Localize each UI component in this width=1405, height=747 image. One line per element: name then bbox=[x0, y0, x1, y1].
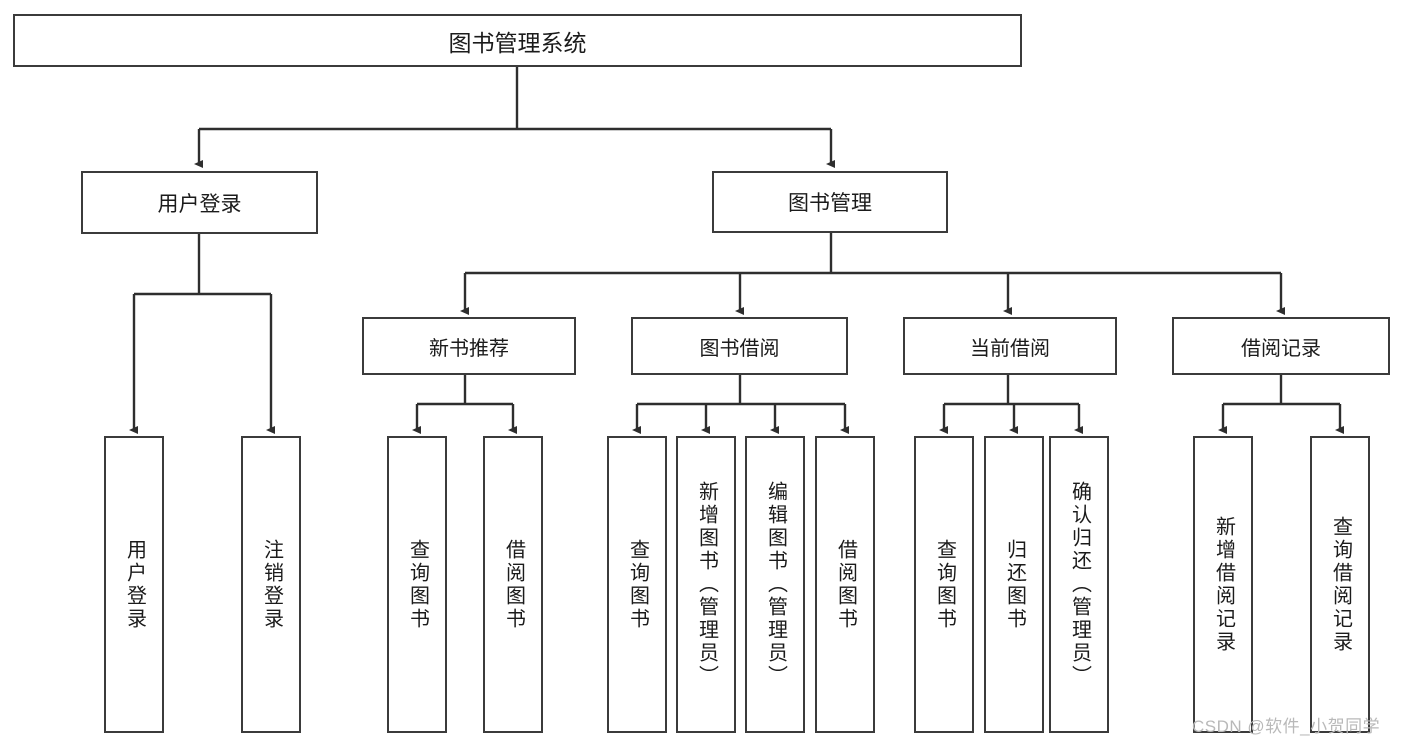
node-current-borrow-label: 当前借阅 bbox=[970, 337, 1050, 360]
leaf-user-login-1-label: 注销登录 bbox=[260, 538, 283, 631]
node-user-login-label: 用户登录 bbox=[157, 192, 242, 216]
leaf-borrow-record-1-label: 查询借阅记录 bbox=[1329, 515, 1352, 654]
node-book-borrow-label: 图书借阅 bbox=[699, 337, 780, 360]
node-book-management[interactable]: 图书管理 bbox=[712, 171, 948, 233]
leaf-current-borrow-2[interactable]: 确认归还（管理员） bbox=[1049, 436, 1109, 733]
leaf-book-borrow-2-label: 编辑图书（管理员） bbox=[764, 481, 787, 688]
leaf-current-borrow-1-label: 归还图书 bbox=[1003, 538, 1026, 631]
node-book-borrow[interactable]: 图书借阅 bbox=[631, 317, 848, 375]
leaf-borrow-record-0-label: 新增借阅记录 bbox=[1212, 515, 1235, 654]
leaf-book-borrow-1-label: 新增图书（管理员） bbox=[695, 481, 718, 688]
leaf-book-borrow-0-label: 查询图书 bbox=[626, 538, 649, 631]
node-root[interactable]: 图书管理系统 bbox=[13, 14, 1022, 67]
node-root-label: 图书管理系统 bbox=[448, 29, 587, 56]
leaf-book-borrow-3[interactable]: 借阅图书 bbox=[815, 436, 875, 733]
node-user-login[interactable]: 用户登录 bbox=[81, 171, 318, 234]
leaf-current-borrow-0[interactable]: 查询图书 bbox=[914, 436, 974, 733]
leaf-new-book-recommend-0-label: 查询图书 bbox=[406, 538, 429, 631]
leaf-book-borrow-0[interactable]: 查询图书 bbox=[607, 436, 667, 733]
leaf-user-login-1[interactable]: 注销登录 bbox=[241, 436, 301, 733]
leaf-user-login-0-label: 用户登录 bbox=[123, 538, 146, 631]
leaf-borrow-record-0[interactable]: 新增借阅记录 bbox=[1193, 436, 1253, 733]
node-borrow-record-label: 借阅记录 bbox=[1241, 337, 1321, 360]
node-current-borrow[interactable]: 当前借阅 bbox=[903, 317, 1117, 375]
leaf-current-borrow-0-label: 查询图书 bbox=[933, 538, 956, 631]
leaf-current-borrow-2-label: 确认归还（管理员） bbox=[1068, 481, 1091, 688]
leaf-book-borrow-3-label: 借阅图书 bbox=[834, 538, 857, 631]
leaf-book-borrow-2[interactable]: 编辑图书（管理员） bbox=[745, 436, 805, 733]
node-new-book-recommend-label: 新书推荐 bbox=[429, 337, 509, 360]
leaf-book-borrow-1[interactable]: 新增图书（管理员） bbox=[676, 436, 736, 733]
leaf-current-borrow-1[interactable]: 归还图书 bbox=[984, 436, 1044, 733]
leaf-borrow-record-1[interactable]: 查询借阅记录 bbox=[1310, 436, 1370, 733]
leaf-new-book-recommend-0[interactable]: 查询图书 bbox=[387, 436, 447, 733]
leaf-user-login-0[interactable]: 用户登录 bbox=[104, 436, 164, 733]
node-borrow-record[interactable]: 借阅记录 bbox=[1172, 317, 1390, 375]
watermark: CSDN @软件_小贺同学 bbox=[1192, 717, 1381, 736]
leaf-new-book-recommend-1[interactable]: 借阅图书 bbox=[483, 436, 543, 733]
node-book-management-label: 图书管理 bbox=[788, 192, 872, 215]
leaf-new-book-recommend-1-label: 借阅图书 bbox=[502, 538, 525, 631]
node-new-book-recommend[interactable]: 新书推荐 bbox=[362, 317, 576, 375]
